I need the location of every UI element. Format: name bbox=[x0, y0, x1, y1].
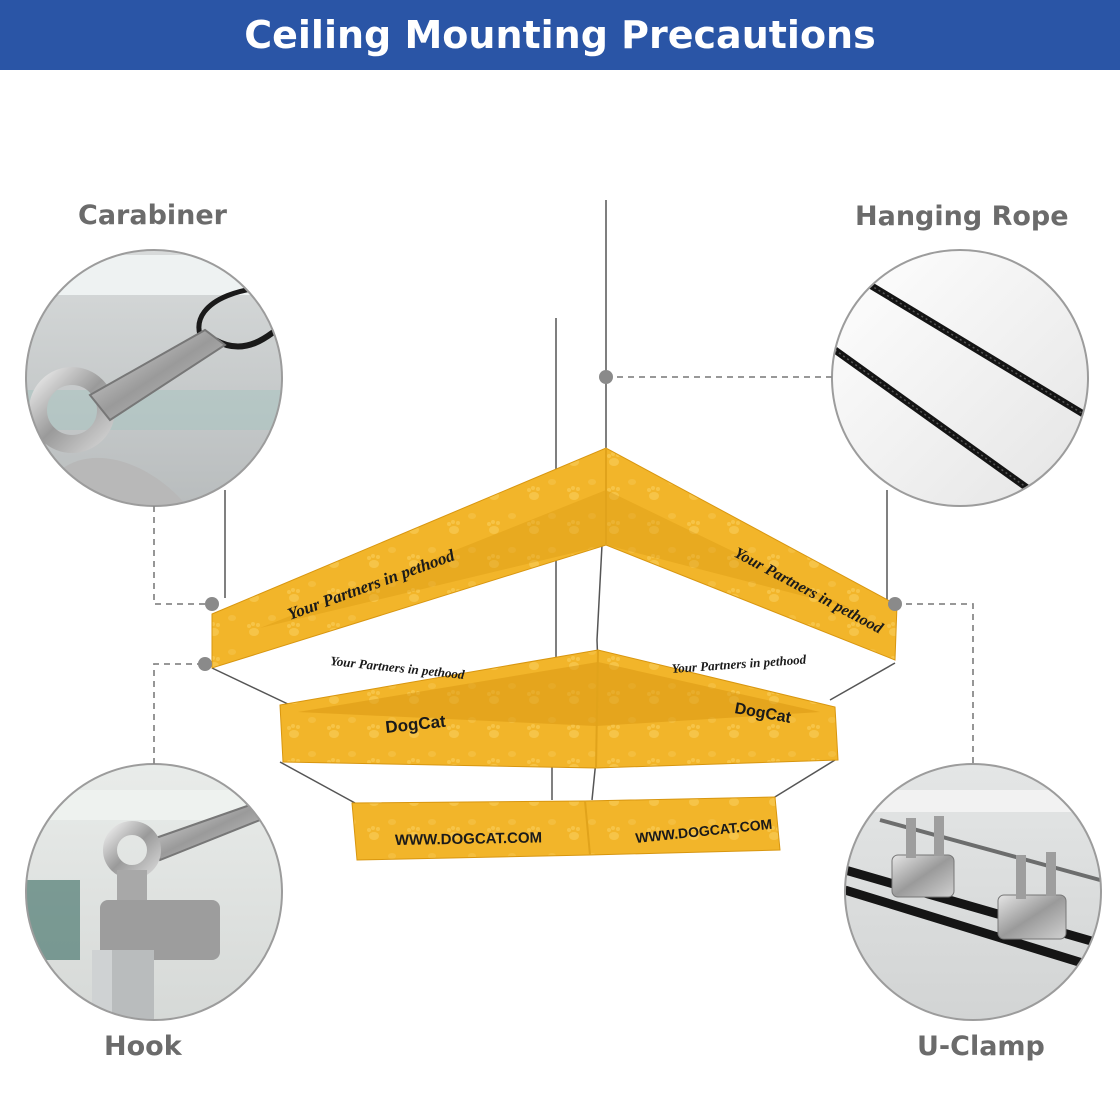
carabiner-connector-dot bbox=[205, 597, 219, 611]
u-clamp-connector bbox=[895, 603, 974, 764]
connector-endpoints bbox=[198, 370, 902, 671]
hanging-banner: WWW.DOGCAT.COM WWW.DOGCAT.COM DogCat Dog… bbox=[211, 447, 898, 861]
banner-tier-top: Your Partners in pethood Your Partners i… bbox=[211, 447, 898, 682]
page-title: Ceiling Mounting Precautions bbox=[244, 13, 876, 57]
banner-slogan-text-inner-left: Your Partners in pethood bbox=[330, 653, 466, 682]
banner-url-text-left: WWW.DOGCAT.COM bbox=[395, 829, 542, 849]
banner-slogan-text-inner-right: Your Partners in pethood bbox=[671, 652, 807, 676]
hook-connector-dot bbox=[198, 657, 212, 671]
hanging-rope-label: Hanging Rope bbox=[855, 201, 1069, 232]
u-clamp-connector-dot bbox=[888, 597, 902, 611]
carabiner-detail-photo bbox=[25, 249, 283, 507]
hook-connector bbox=[153, 663, 205, 764]
banner-tier-bottom: WWW.DOGCAT.COM WWW.DOGCAT.COM bbox=[351, 796, 781, 861]
hanging-rope-detail-photo bbox=[831, 249, 1089, 507]
carabiner-connector bbox=[153, 506, 212, 605]
hook-detail-photo bbox=[25, 763, 283, 1021]
u-clamp-label: U-Clamp bbox=[917, 1031, 1045, 1062]
callout-connectors bbox=[153, 376, 974, 764]
hanging-rope-connector-dot bbox=[599, 370, 613, 384]
hook-label: Hook bbox=[104, 1031, 182, 1062]
u-clamp-detail-photo bbox=[844, 763, 1102, 1021]
banner-tier-middle: DogCat DogCat bbox=[279, 649, 839, 769]
page-title-banner: Ceiling Mounting Precautions bbox=[0, 0, 1120, 70]
carabiner-label: Carabiner bbox=[78, 200, 228, 231]
